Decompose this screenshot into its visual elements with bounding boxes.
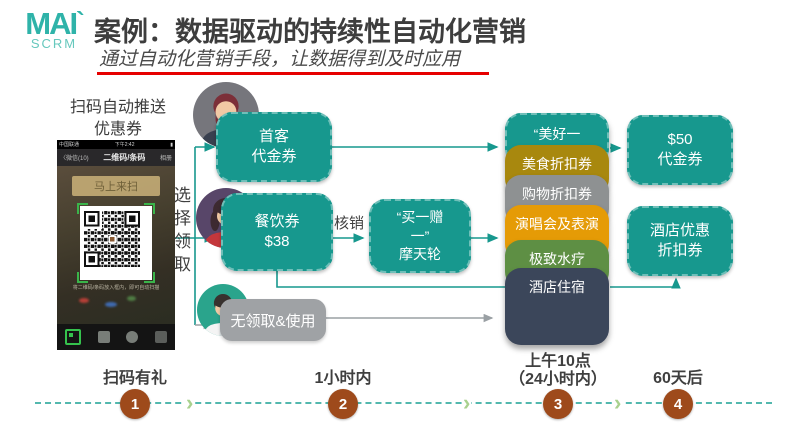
timeline-label-3: 上午10点（24小时内） — [509, 353, 607, 389]
timeline-node-4: 4 — [663, 389, 693, 419]
box-text: $38 — [264, 233, 290, 250]
box-text: 折扣券 — [657, 242, 703, 259]
qr-corner-marker — [77, 203, 88, 214]
back-button: 〈微信(10) — [60, 156, 89, 162]
box-text: 餐饮券 — [254, 212, 300, 230]
box-text: 酒店优惠 — [649, 221, 710, 239]
timeline-label-2: 1小时内 — [314, 370, 372, 387]
hotel-discount-box: 酒店优惠 折扣券 — [627, 206, 733, 276]
qr-corner-marker — [77, 272, 88, 283]
chevron-right-icon: › — [613, 390, 623, 415]
wechat-scan-screenshot: 中国联通 下午2:42 ▮ 〈微信(10) 二维码/条码 相册 马上来扫 — [57, 140, 175, 350]
redeem-label: 核销 — [333, 215, 364, 232]
ferris-wheel-offer-box: “买一赠 一” 摩天轮 — [369, 199, 471, 273]
camera-viewfinder: 马上来扫 — [57, 166, 175, 324]
timeline-node-3: 3 — [543, 389, 573, 419]
timeline-label-1: 扫码有礼 — [102, 370, 167, 387]
timeline-label-4: 60天后 — [653, 370, 703, 387]
qr-corner-marker — [144, 203, 155, 214]
box-text: 摩天轮 — [399, 246, 441, 263]
stack-label: 购物折扣券 — [522, 186, 592, 202]
box-text: 一” — [410, 227, 430, 244]
voucher-50-box: $50 代金券 — [627, 115, 733, 185]
clock-label: 下午2:42 — [114, 142, 135, 148]
timeline-node-1: 1 — [120, 389, 150, 419]
box-text: $50 — [667, 130, 693, 148]
qr-scan-icon — [65, 329, 82, 345]
stack-label: “美好一 — [533, 126, 581, 142]
mai-scrm-logo: MAI` SCRM — [12, 8, 96, 51]
phone-nav-bar: 〈微信(10) 二维码/条码 相册 — [57, 149, 175, 166]
timeline-axis — [35, 402, 772, 404]
stack-item-hotel-stay: 酒店住宿 — [505, 268, 609, 345]
box-text: 代金券 — [251, 148, 297, 165]
scan-hint-text: 将二维码/条码放入框内，即可自动扫描 — [72, 285, 160, 291]
dining-coupon-box: 餐饮券 $38 — [221, 193, 333, 271]
no-claim-box: 无领取&使用 — [220, 299, 326, 341]
phone-caption-line2: 优惠券 — [93, 120, 142, 138]
phone-caption-line1: 扫码自动推送 — [69, 99, 166, 116]
phone-caption: 扫码自动推送 优惠券 — [42, 97, 194, 140]
album-button: 相册 — [159, 156, 172, 162]
logo-brand-text: MAI` — [25, 6, 85, 41]
map-smudge — [79, 298, 89, 303]
choose-claim-label: 选择领取 — [171, 186, 190, 278]
qr-pattern — [84, 211, 140, 267]
scan-now-button: 马上来扫 — [72, 176, 160, 196]
stack-label: 美食折扣券 — [522, 156, 592, 172]
box-text: 无领取&使用 — [230, 312, 316, 330]
timeline-node-2: 2 — [328, 389, 358, 419]
phone-status-bar: 中国联通 下午2:42 ▮ — [57, 140, 175, 149]
carrier-label: 中国联通 — [59, 142, 80, 148]
qr-code — [77, 203, 155, 283]
photos-icon — [97, 331, 110, 343]
box-text: 代金券 — [657, 151, 703, 168]
stack-label: 演唱会及表演 — [515, 216, 599, 232]
streetview-icon — [126, 331, 139, 343]
page-title: 案例：数据驱动的持续性自动化营销 — [94, 17, 526, 47]
qr-corner-marker — [144, 272, 155, 283]
chevron-right-icon: › — [462, 390, 472, 415]
logo-tick-mark: ` — [76, 6, 85, 36]
stack-label: 酒店住宿 — [529, 279, 585, 295]
page-subtitle: 通过自动化营销手段，让数据得到及时应用 — [99, 49, 461, 70]
box-text: “买一赠 — [396, 208, 444, 225]
scan-screen-title: 二维码/条码 — [103, 153, 146, 162]
map-smudge — [105, 302, 117, 307]
chevron-right-icon: › — [185, 390, 195, 415]
first-customer-voucher-box: 首客 代金券 — [216, 112, 332, 182]
stack-label: 极致水疗 — [529, 251, 585, 267]
box-text: 首客 — [258, 127, 289, 145]
title-underline — [97, 72, 489, 75]
map-smudge — [127, 296, 136, 301]
logo-sub-text: SCRM — [30, 36, 78, 51]
battery-icon: ▮ — [170, 141, 173, 148]
phone-toolbar — [57, 324, 175, 350]
translate-icon — [154, 331, 167, 343]
